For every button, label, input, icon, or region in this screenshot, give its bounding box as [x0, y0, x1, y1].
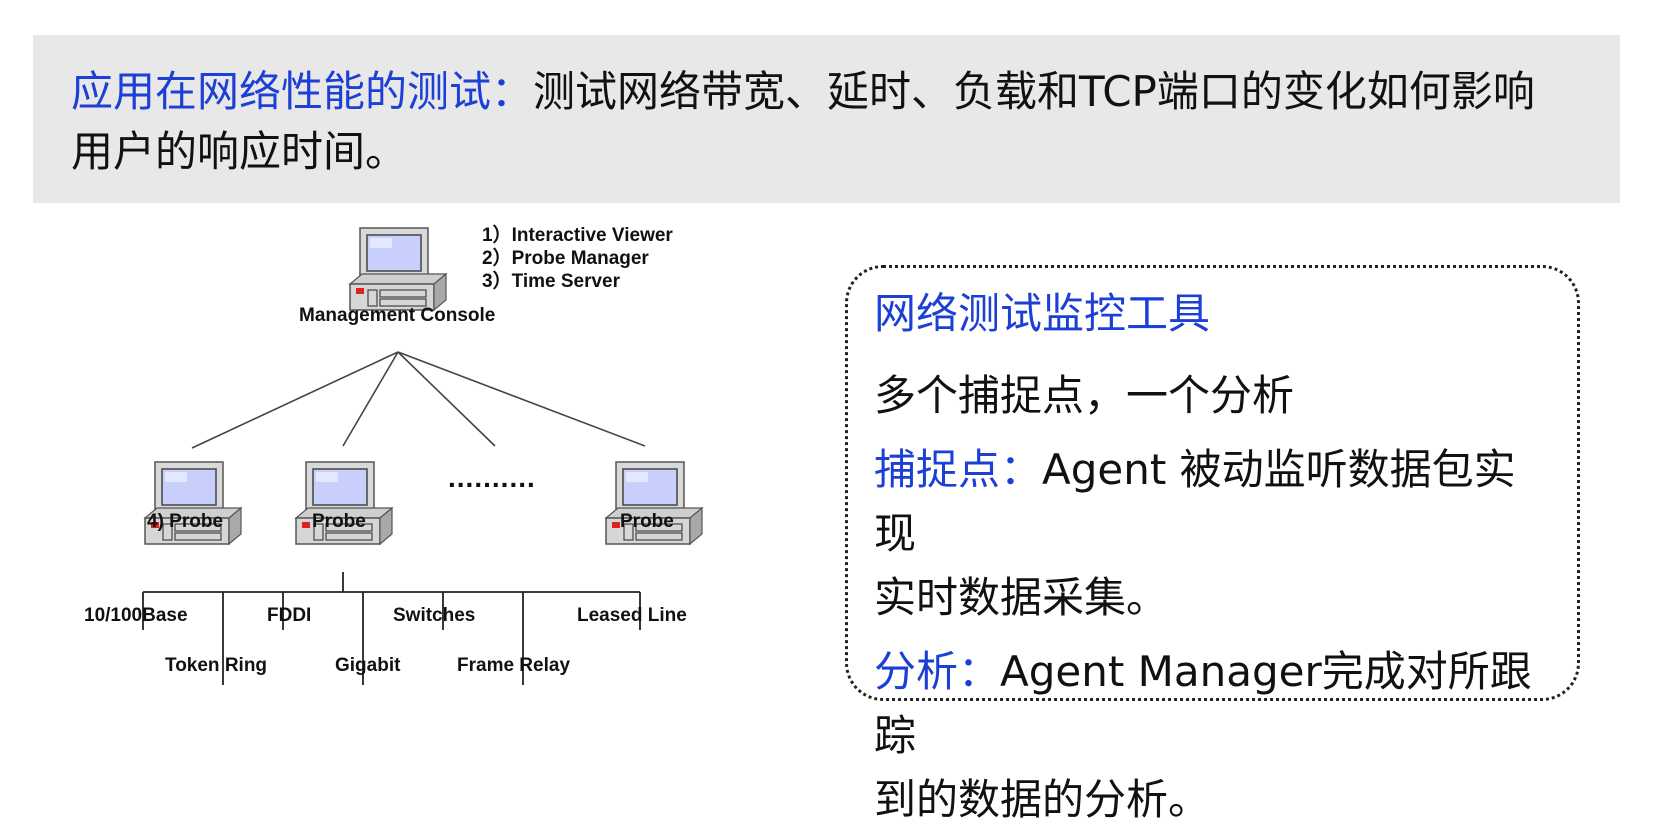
- monitor-tool-panel: 网络测试监控工具 多个捕捉点，一个分析 捕捉点：Agent 被动监听数据包实现 …: [845, 265, 1580, 824]
- banner-line-1: 应用在网络性能的测试：测试网络带宽、延时、负载和TCP端口的变化如何影响: [71, 62, 1590, 122]
- analysis-label: 分析：: [874, 647, 1001, 696]
- banner-line-2: 用户的响应时间。: [71, 127, 408, 176]
- network-label: FDDI: [267, 605, 312, 626]
- header-banner: 应用在网络性能的测试：测试网络带宽、延时、负载和TCP端口的变化如何影响 用户的…: [33, 35, 1620, 203]
- capture-label: 捕捉点：: [874, 445, 1043, 494]
- panel-title: 网络测试监控工具: [874, 289, 1211, 338]
- role-item: 1）Interactive Viewer: [482, 225, 673, 246]
- network-label: Leased Line: [577, 605, 687, 626]
- console-computer-icon: [349, 227, 447, 311]
- network-bus: [142, 572, 641, 685]
- capture-text-cont: 实时数据采集。: [874, 573, 1169, 622]
- network-label: Gigabit: [335, 655, 401, 676]
- probe-label-1: 4) Probe: [147, 511, 224, 532]
- panel-summary: 多个捕捉点，一个分析: [874, 371, 1295, 420]
- role-item: 3）Time Server: [482, 271, 621, 292]
- network-label: 10/100Base: [84, 605, 188, 626]
- network-diagram: 1）Interactive Viewer 2）Probe Manager 3）T…: [0, 210, 800, 747]
- network-label: Frame Relay: [457, 655, 571, 676]
- analysis-paragraph: 分析：Agent Manager完成对所跟踪 到的数据的分析。: [874, 640, 1557, 832]
- network-label: Token Ring: [165, 655, 268, 676]
- console-label: Management Console: [299, 305, 496, 326]
- diagram-drawing: [142, 227, 703, 685]
- capture-text: Agent 被动监听数据包实现: [874, 445, 1516, 558]
- banner-highlight: 应用在网络性能的测试：: [71, 67, 534, 116]
- network-label: Switches: [393, 605, 476, 626]
- role-item: 2）Probe Manager: [482, 248, 649, 269]
- banner-text: 测试网络带宽、延时、负载和TCP端口的变化如何影响: [533, 67, 1535, 116]
- probe-label-2: Probe: [312, 511, 366, 532]
- capture-paragraph: 捕捉点：Agent 被动监听数据包实现 实时数据采集。: [874, 438, 1557, 630]
- probe-label-3: Probe: [620, 511, 674, 532]
- console-links: [191, 351, 646, 449]
- console-roles: 1）Interactive Viewer 2）Probe Manager 3）T…: [482, 224, 673, 293]
- analysis-text-cont: 到的数据的分析。: [874, 775, 1211, 824]
- more-probes-ellipsis: ..........: [448, 462, 536, 493]
